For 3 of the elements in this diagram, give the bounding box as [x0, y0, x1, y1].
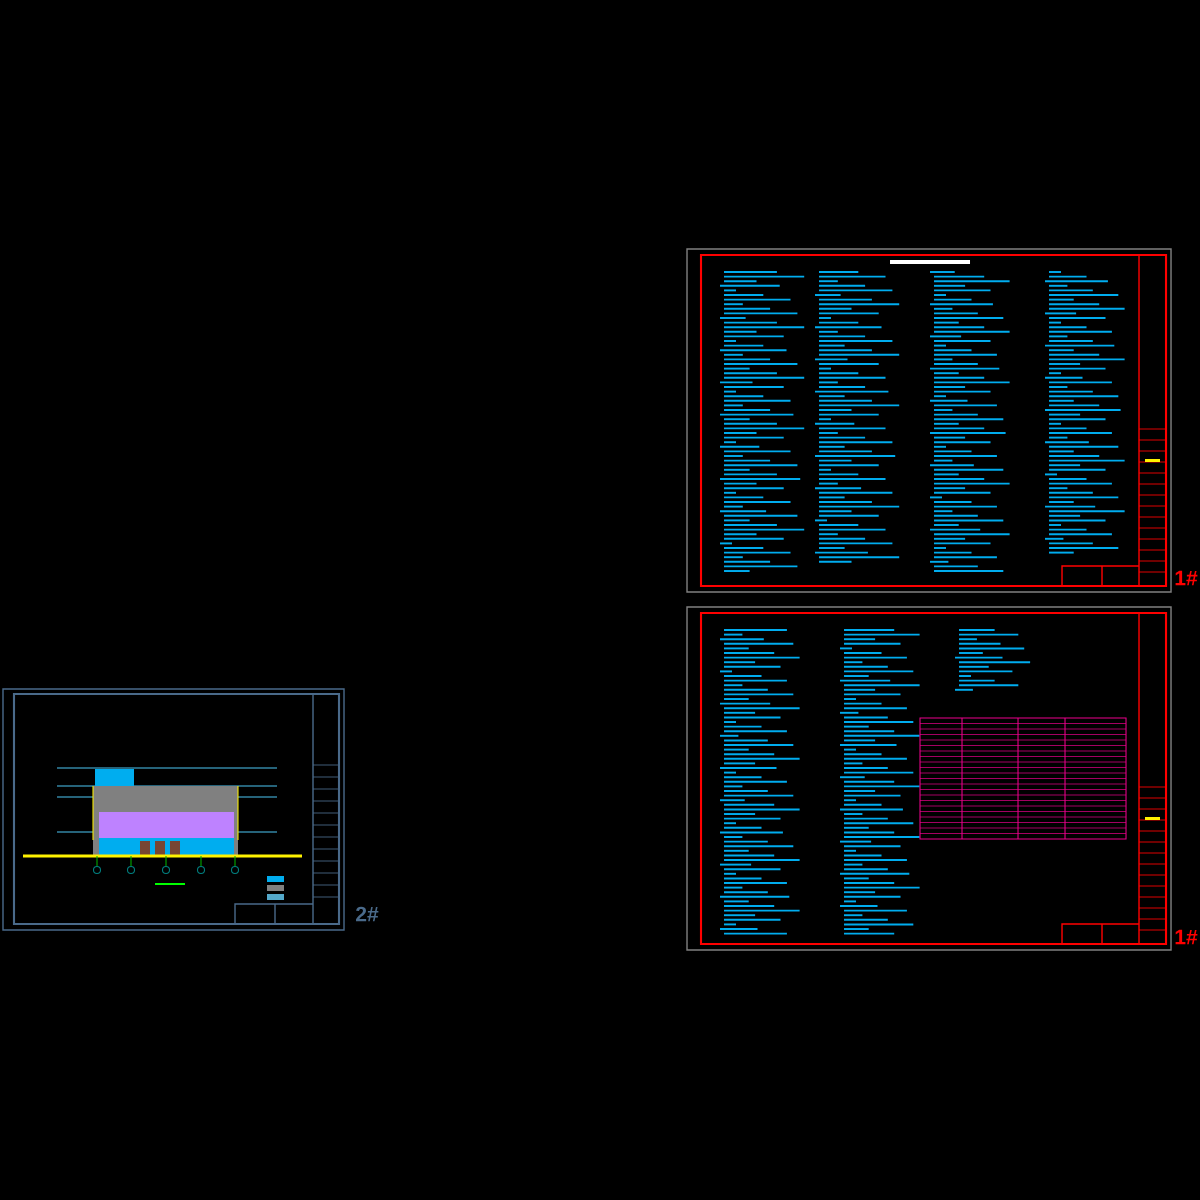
sheet-number: 2#: [356, 906, 379, 922]
sheet-number: 1#: [1175, 570, 1198, 586]
sheet-number: 1#: [1175, 929, 1198, 945]
